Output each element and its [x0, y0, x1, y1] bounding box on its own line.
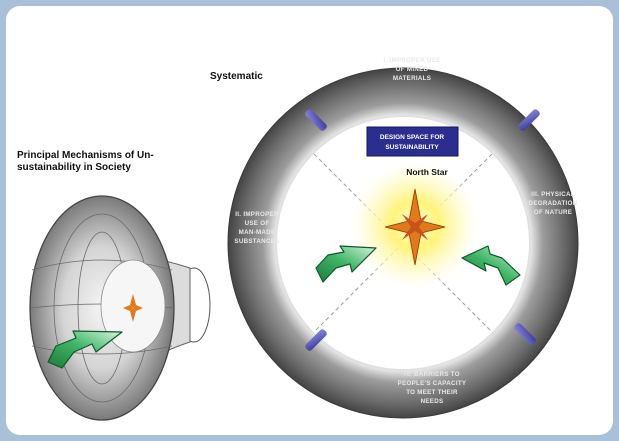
- design-space-line-1: DESIGN SPACE FOR: [380, 134, 444, 141]
- ring-section-4: IV. BARRIERS TO PEOPLE'S CAPACITY TO MEE…: [398, 371, 467, 405]
- ring-section-1-line-2: OF MINED: [396, 66, 429, 73]
- ring-section-4-line-3: TO MEET THEIR: [406, 389, 458, 396]
- ring-section-3-line-2: DEGRADATION: [529, 200, 578, 207]
- design-space-box: DESIGN SPACE FOR SUSTAINABILITY: [366, 126, 459, 157]
- left-arrow-icon: [315, 245, 377, 283]
- ring-section-1-line-3: MATERIALS: [393, 75, 431, 82]
- right-arrow-icon: [461, 245, 521, 286]
- funnel-arrow-icon: [47, 330, 123, 369]
- ring-section-3: III. PHYSICAL DEGRADATION OF NATURE: [529, 191, 578, 216]
- ring-section-4-line-2: PEOPLE'S CAPACITY: [398, 380, 467, 387]
- ring-section-2-line-4: SUBSTANCES: [234, 238, 279, 245]
- north-star-label: North Star: [406, 167, 448, 177]
- ring-section-1: I. IMPROPER USE OF MINED MATERIALS: [383, 57, 440, 82]
- ring-section-3-line-3: OF NATURE: [534, 209, 572, 216]
- ring-section-4-line-1: IV. BARRIERS TO: [404, 371, 460, 378]
- ring-section-2: II. IMPROPER USE OF MAN-MADE SUBSTANCES: [234, 211, 279, 245]
- principal-mechanisms-title: Principal Mechanisms of Un-sustainabilit…: [17, 150, 154, 173]
- systematic-label: Systematic: [210, 71, 263, 82]
- small-north-star-icon: [123, 294, 143, 322]
- ring-tabs: [305, 109, 540, 351]
- ring-section-3-line-1: III. PHYSICAL: [531, 191, 575, 198]
- design-space-line-2: SUSTAINABILITY: [385, 144, 439, 151]
- ring-section-2-line-2: USE OF: [245, 220, 270, 227]
- north-star-icon: [384, 188, 446, 266]
- ring-section-4-line-4: NEEDS: [421, 398, 444, 405]
- ring-section-2-line-1: II. IMPROPER: [235, 211, 279, 218]
- ring-section-2-line-3: MAN-MADE: [239, 229, 276, 236]
- ring-section-1-line-1: I. IMPROPER USE: [383, 57, 440, 64]
- funnel: [29, 195, 211, 421]
